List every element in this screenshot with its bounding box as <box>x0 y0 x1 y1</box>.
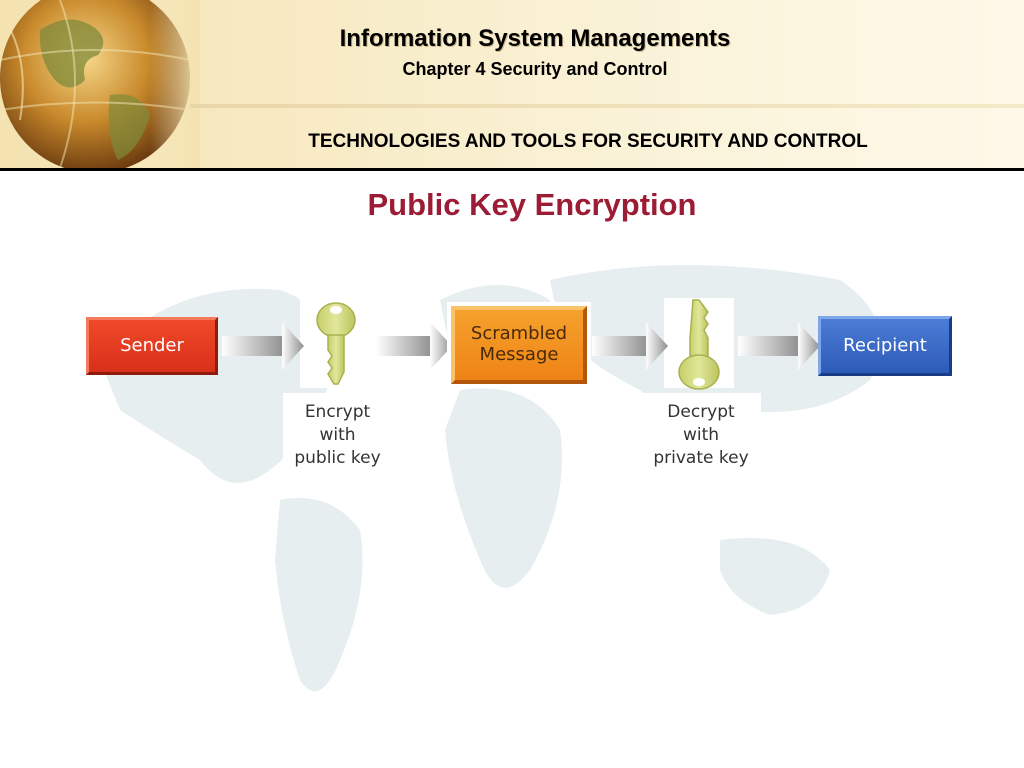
section-heading: TECHNOLOGIES AND TOOLS FOR SECURITY AND … <box>308 131 868 152</box>
header-divider <box>190 104 1024 108</box>
chapter-subtitle: Chapter 4 Security and Control <box>402 59 668 79</box>
private-key-icon <box>678 299 720 390</box>
scrambled-label-line1: Scrambled <box>470 323 568 345</box>
page-title: Information System Managements <box>339 25 731 52</box>
sender-node: Sender <box>86 317 218 375</box>
header-banner <box>0 0 1024 168</box>
public-key-icon <box>316 302 356 385</box>
arrow-1 <box>222 322 304 370</box>
decrypt-label: Decrypt with private key <box>641 393 761 471</box>
recipient-node: Recipient <box>818 316 952 376</box>
encrypt-label-line: with <box>319 425 356 445</box>
decrypt-label-line: private key <box>653 448 749 468</box>
encrypt-label: Encrypt with public key <box>283 393 392 471</box>
decrypt-label-line: Decrypt <box>667 402 735 422</box>
globe-icon <box>0 0 200 168</box>
arrow-3 <box>592 322 668 370</box>
arrow-4 <box>738 322 820 370</box>
header-rule <box>0 168 1024 171</box>
encrypt-label-line: public key <box>294 448 381 468</box>
scrambled-message-node: Scrambled Message <box>451 306 587 384</box>
arrow-2 <box>376 322 452 370</box>
encrypt-label-line: Encrypt <box>304 402 371 422</box>
decrypt-label-line: with <box>682 425 720 445</box>
slide-title: Public Key Encryption <box>367 187 697 222</box>
scrambled-label-line2: Message <box>479 344 559 365</box>
